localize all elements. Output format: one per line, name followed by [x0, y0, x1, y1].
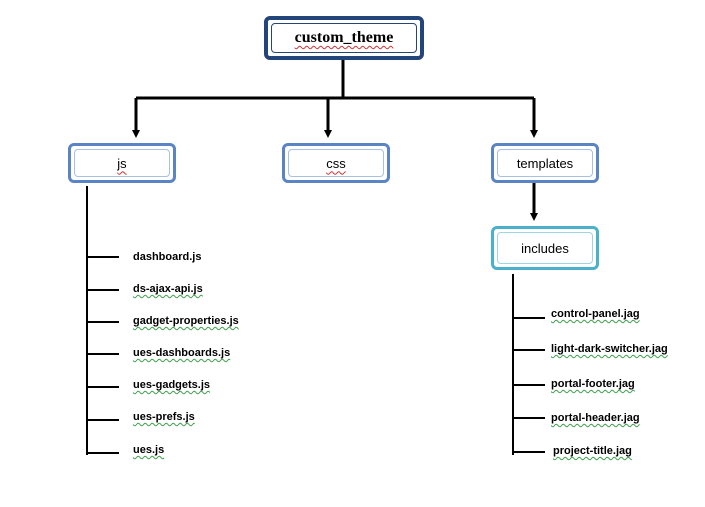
includes-folder-label: includes	[521, 240, 569, 256]
root-folder-node: custom_theme	[264, 16, 424, 60]
templates-folder-label: templates	[516, 155, 574, 171]
js-file-item: ues-dashboards.js	[133, 347, 231, 359]
js-folder-label: js	[117, 155, 127, 171]
js-file-item: gadget-properties.js	[133, 315, 239, 327]
css-folder-label: css	[326, 155, 346, 171]
js-file-item: ues-gadgets.js	[133, 379, 211, 391]
js-file-item: ues.js	[133, 444, 165, 456]
include-file-item: control-panel.jag	[551, 308, 640, 320]
css-folder-node: css	[282, 143, 390, 183]
js-file-item: ues-prefs.js	[133, 411, 195, 423]
templates-folder-node: templates	[491, 143, 599, 183]
include-file-item: portal-header.jag	[551, 412, 640, 424]
js-folder-node: js	[68, 143, 176, 183]
js-file-item: dashboard.js	[133, 251, 202, 263]
include-file-item: light-dark-switcher.jag	[551, 343, 668, 355]
js-file-item: ds-ajax-api.js	[133, 283, 203, 295]
include-file-item: project-title.jag	[553, 445, 632, 457]
include-file-item: portal-footer.jag	[551, 378, 635, 390]
includes-folder-node: includes	[491, 226, 599, 270]
root-folder-label: custom_theme	[294, 29, 394, 46]
